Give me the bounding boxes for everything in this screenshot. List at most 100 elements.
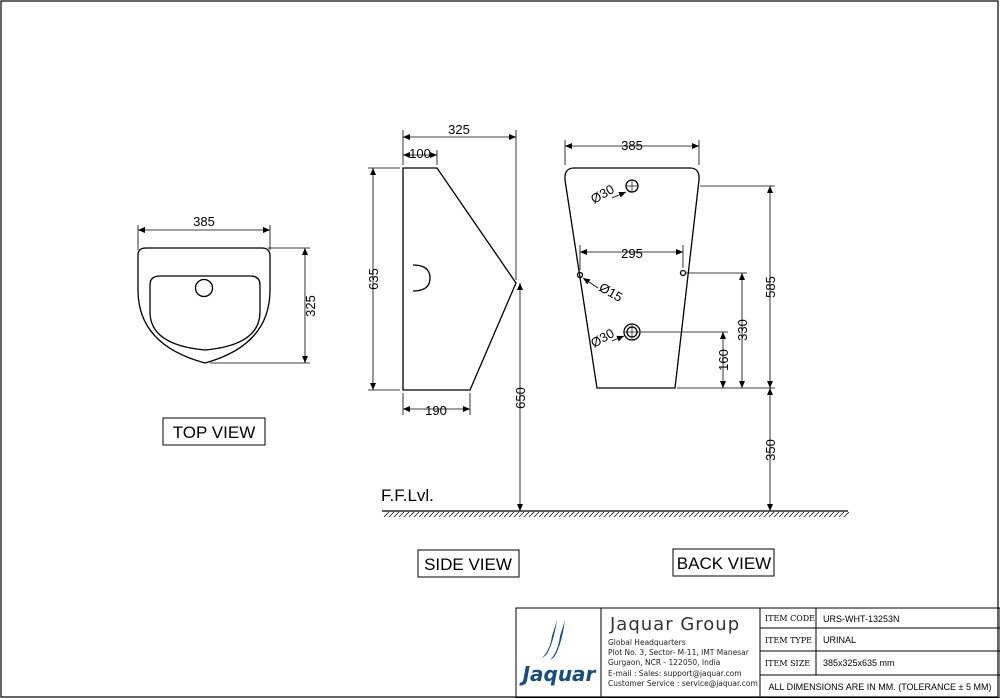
hatch-tick	[458, 511, 465, 518]
address-line: Global Headquarters	[608, 638, 686, 647]
hatch-tick	[513, 511, 520, 518]
hatch-tick	[448, 511, 455, 518]
hatch-tick	[433, 511, 440, 518]
floor-level-label: F.F.Lvl.	[381, 486, 434, 505]
hatch-tick	[478, 511, 485, 518]
hatch-tick	[438, 511, 445, 518]
item-type-label: ITEM TYPE	[765, 636, 812, 645]
hatch-tick	[543, 511, 550, 518]
hatch-tick	[683, 511, 690, 518]
hatch-tick	[818, 511, 825, 518]
hatch-tick	[758, 511, 765, 518]
title-block	[515, 607, 1000, 698]
back-total-dim: 585	[763, 276, 778, 298]
hatch-tick	[383, 511, 390, 518]
address-line: Plot No. 3, Sector- M-11, IMT Manesar	[608, 648, 750, 657]
item-size-value: 385x325x635 mm	[823, 658, 895, 668]
hatch-tick	[703, 511, 710, 518]
top-view-drain	[194, 278, 214, 298]
top-view-basin	[149, 275, 261, 351]
back-bottom-hole	[623, 323, 641, 341]
hatch-tick	[688, 511, 695, 518]
side-depth-dim: 325	[448, 122, 470, 137]
hatch-tick	[488, 511, 495, 518]
hatch-tick	[528, 511, 535, 518]
side-top-dim: 100	[409, 146, 431, 161]
hatch-tick	[743, 511, 750, 518]
hatch-tick	[673, 511, 680, 518]
address-line: Gurgaon, NCR - 122050, India	[608, 658, 720, 667]
side-view-inlet	[412, 264, 431, 292]
side-view-outline	[402, 167, 517, 391]
hatch-tick	[583, 511, 590, 518]
hatch-tick	[833, 511, 840, 518]
hatch-tick	[413, 511, 420, 518]
hatch-tick	[398, 511, 405, 518]
back-view	[564, 167, 700, 389]
jaquar-logo	[542, 620, 565, 660]
hatch-tick	[613, 511, 620, 518]
hatch-tick	[738, 511, 745, 518]
hatch-tick	[628, 511, 635, 518]
back-view-label-box	[672, 548, 775, 577]
hatch-tick	[568, 511, 575, 518]
hatch-tick	[828, 511, 835, 518]
hatch-tick	[588, 511, 595, 518]
hatch-tick	[708, 511, 715, 518]
hatch-tick	[643, 511, 650, 518]
top-depth-dim: 325	[303, 295, 318, 317]
side-view-label-box	[417, 549, 520, 578]
hatch-tick	[733, 511, 740, 518]
hatch-tick	[578, 511, 585, 518]
hatch-tick	[658, 511, 665, 518]
hatch-tick	[638, 511, 645, 518]
side-bottom-dim: 190	[425, 403, 447, 418]
side-view-label: SIDE VIEW	[424, 555, 512, 574]
hatch-tick	[693, 511, 700, 518]
top-view-label: TOP VIEW	[173, 423, 256, 442]
hatch-tick	[463, 511, 470, 518]
hatch-tick	[493, 511, 500, 518]
hatch-tick	[653, 511, 660, 518]
hatch-tick	[518, 511, 525, 518]
hatch-tick	[783, 511, 790, 518]
hatch-tick	[838, 511, 845, 518]
hatch-tick	[393, 511, 400, 518]
side-height-dim: 635	[366, 268, 381, 290]
hatch-tick	[808, 511, 815, 518]
back-view-outline	[564, 167, 700, 389]
hatch-tick	[663, 511, 670, 518]
hatch-tick	[823, 511, 830, 518]
top-width-dim: 385	[193, 214, 215, 229]
brand-name: Jaquar	[519, 662, 597, 686]
hatch-tick	[803, 511, 810, 518]
hatch-tick	[798, 511, 805, 518]
back-330-dim: 330	[735, 319, 750, 341]
back-width-dim: 385	[621, 138, 643, 153]
hatch-tick	[633, 511, 640, 518]
hatch-tick	[403, 511, 410, 518]
hatch-tick	[483, 511, 490, 518]
hole-top-label: Ø30	[588, 181, 617, 206]
back-left-hole	[576, 271, 584, 279]
hatch-tick	[763, 511, 770, 518]
hatch-tick	[618, 511, 625, 518]
hatch-tick	[553, 511, 560, 518]
hatch-tick	[788, 511, 795, 518]
hatch-tick	[473, 511, 480, 518]
top-view-label-box	[162, 417, 266, 446]
hatch-tick	[443, 511, 450, 518]
top-view-outline	[137, 247, 271, 364]
hatch-tick	[768, 511, 775, 518]
side-view	[402, 167, 517, 391]
back-160-dim: 160	[716, 349, 731, 371]
hatch-tick	[523, 511, 530, 518]
back-floor-dim: 350	[763, 439, 778, 461]
hatch-tick	[428, 511, 435, 518]
hatch-tick	[753, 511, 760, 518]
hatch-tick	[598, 511, 605, 518]
item-code-label: ITEM CODE	[765, 614, 815, 623]
hatch-tick	[608, 511, 615, 518]
